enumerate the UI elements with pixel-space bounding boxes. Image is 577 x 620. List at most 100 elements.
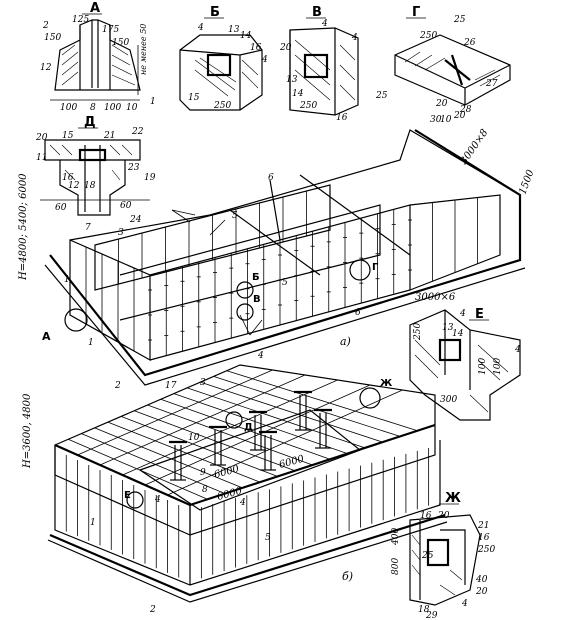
detail-g-num-28: 28: [459, 105, 472, 115]
detail-e: Е 4 13 14 250 100 100 300 4: [409, 307, 521, 421]
detail-a-dim-10: 10: [126, 103, 138, 113]
detail-g-num-26: 26: [463, 38, 476, 48]
plan-a-callout-5b: 5: [282, 278, 288, 288]
plan-b-callout-8: 8: [202, 485, 208, 495]
detail-a-dim-100a: 100: [60, 103, 77, 113]
plan-b-callout-1: 1: [90, 518, 96, 528]
plan-a-figure-label: а): [340, 335, 351, 348]
detail-e-dim-100b: 100: [493, 358, 503, 375]
joint-circle-g: [349, 259, 371, 281]
detail-zh: Ж 16 20 21 16 250 400 800 25 40 20 18 29…: [391, 491, 495, 620]
detail-d-num-18: 18: [84, 181, 96, 191]
detail-b-num-15: 15: [188, 93, 200, 103]
plan-a-mark-a: А: [42, 330, 51, 343]
interior-columns: [169, 390, 332, 481]
panel-ribs-a: [69, 185, 501, 360]
detail-d-num-16: 16: [62, 173, 74, 183]
plan-b-mark-zh: Ж: [380, 378, 393, 389]
detail-v-num-13: 13: [286, 75, 298, 85]
plan-a-callout-2: 2: [114, 381, 121, 391]
detail-zh-dim-400: 400: [391, 528, 401, 546]
detail-e-dim-100a: 100: [478, 358, 488, 375]
roof-joint: [81, 433, 226, 494]
joint-circle-b: [236, 281, 254, 299]
plan-b-callout-4b: 4: [239, 498, 246, 508]
plan-a-callout-3a: 3: [118, 228, 124, 238]
roof-joint: [99, 374, 306, 466]
detail-d: Д 20 15 21 22 16 12 18 23 19 60 60 24 11: [35, 115, 156, 225]
detail-b-num-4a: 4: [197, 23, 204, 33]
roof-joint: [167, 389, 403, 496]
plan-b-height-label: H=3600, 4800: [22, 393, 33, 469]
detail-b: Б 4 13 14 16 15 4 250: [179, 5, 268, 111]
detail-zh-num-4: 4: [461, 599, 468, 609]
detail-v-dim-20: 20: [279, 43, 292, 53]
plan-a-callout-1b: 1: [64, 275, 70, 285]
detail-zh-dim-800: 800: [391, 558, 401, 575]
roof-joint: [147, 404, 313, 466]
detail-zh-dim-20: 20: [475, 587, 488, 597]
detail-g-dim-30: 30: [430, 115, 442, 125]
panel-ribs-b: [54, 445, 441, 582]
plan-a-mark-g: Г: [372, 262, 379, 273]
detail-zh-num-21: 21: [477, 521, 489, 531]
detail-b-num-14: 14: [240, 31, 252, 41]
detail-a-dim-min50: не менее 50: [139, 24, 148, 75]
roof-joint: [107, 421, 261, 483]
detail-g-dim-10: 10: [440, 115, 452, 125]
detail-d-num-12: 12: [68, 181, 80, 191]
plan-b-callout-4a: 4: [154, 495, 161, 505]
detail-e-num-4a: 4: [459, 309, 466, 319]
joint-circle-zh: [359, 387, 381, 409]
detail-zh-num-16b: 16: [478, 533, 490, 543]
detail-d-num-21: 21: [103, 131, 115, 141]
detail-a: А 125 175 150 150 100 8 100 10 12 не мен…: [40, 1, 156, 113]
detail-d-title: Д: [84, 115, 96, 130]
detail-d-dim-60a: 60: [55, 203, 67, 213]
plan-b-mark-e: Е: [124, 490, 131, 501]
roof-joint: [160, 398, 331, 460]
detail-v: В 4 4 20 13 14 16 250: [279, 5, 359, 123]
detail-b-title: Б: [210, 5, 220, 20]
detail-v-title: В: [312, 5, 322, 20]
detail-g-dim-250: 250: [419, 31, 437, 41]
detail-zh-num-20: 20: [437, 511, 450, 521]
detail-zh-dim-250: 250: [477, 545, 495, 555]
detail-b-dim-250: 250: [213, 101, 231, 111]
roof-joint: [77, 369, 273, 456]
detail-b-num-13: 13: [228, 25, 240, 35]
roof-joint: [187, 387, 366, 449]
detail-d-dim-60b: 60: [120, 201, 132, 211]
detail-g-title: Г: [412, 5, 420, 20]
detail-zh-num-25: 25: [421, 551, 434, 561]
plan-a-mark-b: Б: [252, 272, 260, 283]
detail-g-num-27: 27: [485, 79, 498, 89]
detail-zh-dim-40: 40: [475, 575, 488, 585]
detail-a-dim-150b: 150: [112, 38, 129, 48]
joint-circle-e: [126, 491, 144, 509]
plan-b-callout-2: 2: [149, 605, 156, 615]
plan-a-callout-5a: 5: [232, 211, 238, 221]
detail-d-num-19: 19: [144, 173, 156, 183]
detail-e-num-4b: 4: [514, 345, 521, 355]
plan-b: H=3600, 4800 6000 6000 6000 б) Ж Д Е 17 …: [22, 364, 448, 615]
detail-e-dim-300: 300: [440, 395, 457, 405]
plan-b-callout-9: 9: [200, 468, 206, 478]
detail-v-num-14: 14: [292, 89, 304, 99]
roof-joint: [200, 381, 383, 443]
detail-a-dim-12: 12: [40, 63, 52, 73]
plan-b-mark-d: Д: [244, 422, 253, 433]
plan-a-callout-4: 4: [257, 351, 264, 361]
detail-a-dim-150a: 150: [44, 33, 61, 43]
detail-g: Г 250 25 26 25 27 20 28 10 20 30: [375, 5, 511, 125]
roof-joint: [213, 376, 401, 437]
detail-e-num-14: 14: [452, 329, 464, 339]
detail-zh-num-29: 29: [425, 611, 438, 620]
detail-e-dim-250: 250: [413, 323, 423, 341]
detail-a-dim-175: 175: [102, 25, 119, 35]
plan-a-callout-6a: 6: [268, 173, 274, 183]
joint-circle-d: [225, 411, 243, 429]
detail-a-dim-125: 125: [72, 15, 89, 25]
plan-a-callout-7: 7: [85, 223, 91, 233]
